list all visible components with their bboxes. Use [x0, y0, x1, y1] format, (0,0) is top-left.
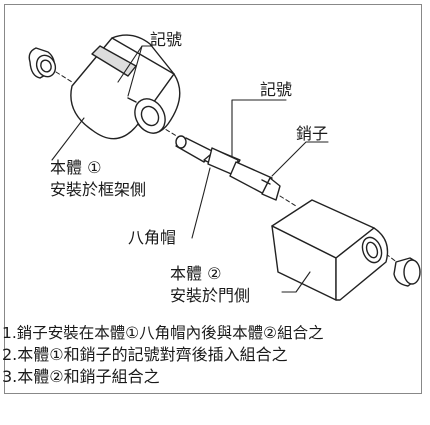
instruction-3: 3.本體②和銷子組合之 [2, 367, 160, 386]
end-cap-right [393, 257, 421, 287]
label-body-2-name: 本體 ② [170, 264, 222, 283]
body-1-frame-side [70, 34, 181, 140]
label-mark-top: 記號 [150, 30, 183, 49]
body-2-door-side [271, 199, 389, 301]
label-body-1-location: 安裝於框架側 [50, 180, 147, 199]
label-body-2-location: 安裝於門側 [170, 286, 251, 305]
label-pin: 銷子 [296, 124, 329, 143]
pin [175, 135, 281, 201]
label-mark-mid: 記號 [260, 80, 293, 99]
label-octagon-cap: 八角帽 [128, 228, 177, 247]
leader-lines [51, 45, 329, 293]
instruction-1: 1.銷子安裝在本體①八角帽內後與本體②組合之 [2, 324, 324, 342]
diagram-frame [4, 4, 422, 394]
end-cap-left [28, 47, 57, 79]
instruction-2: 2.本體①和銷子的記號對齊後插入組合之 [2, 345, 288, 364]
label-body-1-name: 本體 ① [50, 158, 102, 177]
